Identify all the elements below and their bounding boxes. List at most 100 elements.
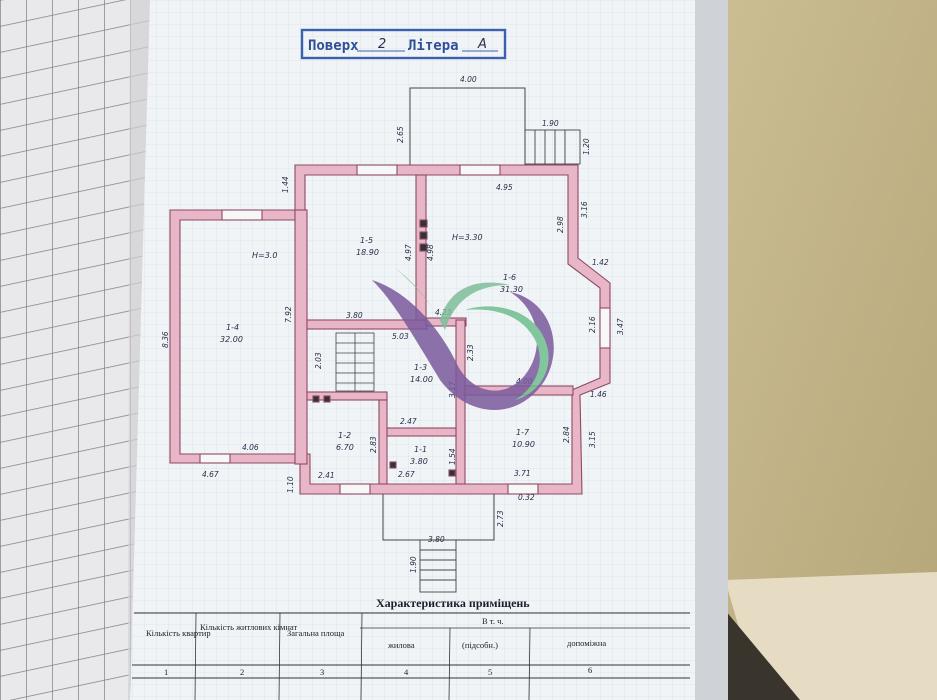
floor-stamp: Поверх 2 Літера А bbox=[300, 28, 507, 60]
dim-bay-bottom: 1.46 bbox=[590, 390, 607, 399]
wall-room1-top bbox=[386, 427, 457, 437]
dim-entry-offset: 0.32 bbox=[518, 493, 535, 502]
dim-room7-side: 2.84 bbox=[562, 426, 571, 443]
col-number: 6 bbox=[588, 665, 592, 675]
window bbox=[356, 164, 398, 176]
dim-room6-top: 4.95 bbox=[496, 183, 513, 192]
stove-icon bbox=[419, 243, 428, 252]
room-id: 1-2 bbox=[338, 431, 351, 440]
dim-stair-width: 5.03 bbox=[392, 332, 409, 341]
dim-room3-side: 2.33 bbox=[466, 344, 475, 361]
dim-porch-height: 2.73 bbox=[496, 510, 505, 527]
dim-corridor-mid: 2.47 bbox=[400, 417, 417, 426]
room-area: 31.30 bbox=[500, 285, 523, 294]
dim-east-wall: 3.16 bbox=[580, 201, 589, 218]
window bbox=[459, 164, 501, 176]
dim-room4-bottom: 4.06 bbox=[242, 443, 259, 452]
window bbox=[221, 209, 263, 221]
dim-room6-right: 2.98 bbox=[556, 216, 565, 233]
wall-corridor-east bbox=[455, 319, 466, 485]
room-id: 1-5 bbox=[360, 236, 373, 245]
background-cushion bbox=[725, 572, 937, 700]
dim-steps-width: 1.90 bbox=[542, 119, 559, 128]
stove-icon bbox=[389, 461, 397, 469]
col-number: 2 bbox=[240, 667, 244, 677]
stove-icon bbox=[448, 469, 456, 477]
wall-room2-east bbox=[378, 399, 388, 485]
dim-room7-bottom: 3.71 bbox=[514, 469, 531, 478]
top-annex bbox=[409, 87, 526, 170]
room-id: 1-7 bbox=[516, 428, 530, 437]
dim-room1-side: 1.54 bbox=[448, 448, 457, 465]
col-number: 3 bbox=[320, 667, 324, 677]
dim-steps-height: 1.20 bbox=[582, 138, 591, 155]
table-title: Характеристика приміщень bbox=[376, 596, 530, 610]
dim-porch-width: 3.80 bbox=[428, 535, 445, 544]
window bbox=[199, 453, 231, 464]
dim-room2-side: 2.83 bbox=[369, 436, 378, 453]
dim-room5-height: 4.97 bbox=[404, 244, 413, 261]
dim-west-length: 8.36 bbox=[161, 331, 170, 348]
rooms-table: Характеристика приміщень Кількість кварт… bbox=[132, 596, 690, 700]
stove-icon bbox=[419, 231, 428, 240]
room-area: 32.00 bbox=[220, 335, 243, 344]
dim-stair-height: 2.03 bbox=[314, 352, 323, 369]
th-utility: (підсобн.) bbox=[462, 640, 498, 650]
watermark-logo bbox=[372, 268, 554, 410]
stamp-floor-value: 2 bbox=[378, 37, 386, 52]
stamp-letter-label: Літера bbox=[408, 38, 459, 54]
dim-room5-bottom: 3.80 bbox=[346, 311, 363, 320]
col-number: 1 bbox=[164, 667, 168, 677]
room-id: 1-4 bbox=[226, 323, 239, 332]
dim-room6-height: 4.98 bbox=[426, 244, 435, 261]
room-area: 3.80 bbox=[410, 457, 428, 466]
stove-icon bbox=[312, 395, 320, 403]
stamp-letter-value: А bbox=[477, 37, 487, 52]
window bbox=[339, 483, 371, 495]
room-area: 18.90 bbox=[356, 248, 379, 257]
th-apartments: Кількість квартир bbox=[146, 628, 211, 638]
dim-annex-height: 2.65 bbox=[396, 126, 405, 143]
col-number: 5 bbox=[488, 667, 492, 677]
dim-bay-mid: 2.16 bbox=[588, 316, 597, 333]
dim-bottom-left: 4.67 bbox=[202, 470, 219, 479]
background-shadow bbox=[725, 610, 800, 700]
ceiling-height: H=3.0 bbox=[252, 251, 277, 260]
bottom-steps bbox=[419, 539, 457, 593]
wall-west-inner bbox=[294, 209, 308, 465]
dim-left-corner: 1.10 bbox=[286, 476, 295, 493]
dim-room1-bottom: 2.67 bbox=[398, 470, 415, 479]
th-including: В т. ч. bbox=[482, 616, 504, 626]
stamp-frame bbox=[300, 28, 507, 60]
dim-west-wall-top: 1.44 bbox=[281, 176, 290, 193]
stamp-floor-label: Поверх bbox=[308, 38, 359, 54]
page-edge bbox=[690, 0, 728, 700]
room-area: 10.90 bbox=[512, 440, 535, 449]
th-total-area: Загальна площа bbox=[287, 628, 345, 638]
room-area: 6.70 bbox=[336, 443, 354, 452]
room-id: 1-3 bbox=[414, 363, 427, 372]
th-auxiliary: допоміжна bbox=[567, 638, 606, 648]
dim-room7-outer: 3.15 bbox=[588, 431, 597, 448]
ceiling-height: H=3.30 bbox=[452, 233, 483, 242]
col-number: 4 bbox=[404, 667, 409, 677]
dim-bay-top: 1.42 bbox=[592, 258, 609, 267]
th-living-rooms: Кількість житлових кімнат bbox=[200, 622, 297, 632]
room-area: 14.00 bbox=[410, 375, 433, 384]
room-id: 1-6 bbox=[503, 273, 516, 282]
interior-stair bbox=[335, 332, 375, 392]
stove-icon bbox=[419, 219, 428, 228]
dim-top-width: 4.00 bbox=[460, 75, 477, 84]
wall-room2-top bbox=[306, 391, 388, 401]
stove-icon bbox=[323, 395, 331, 403]
top-steps bbox=[524, 129, 581, 165]
room-id: 1-1 bbox=[414, 445, 427, 454]
dim-bay-right: 3.47 bbox=[616, 318, 625, 335]
dim-room4-inner: 7.92 bbox=[284, 306, 293, 323]
dim-stairs-down: 1.90 bbox=[409, 556, 418, 573]
dim-room2-bottom: 2.41 bbox=[318, 471, 335, 480]
th-living: жилова bbox=[387, 640, 415, 650]
window bbox=[507, 483, 539, 495]
window bbox=[599, 307, 611, 349]
